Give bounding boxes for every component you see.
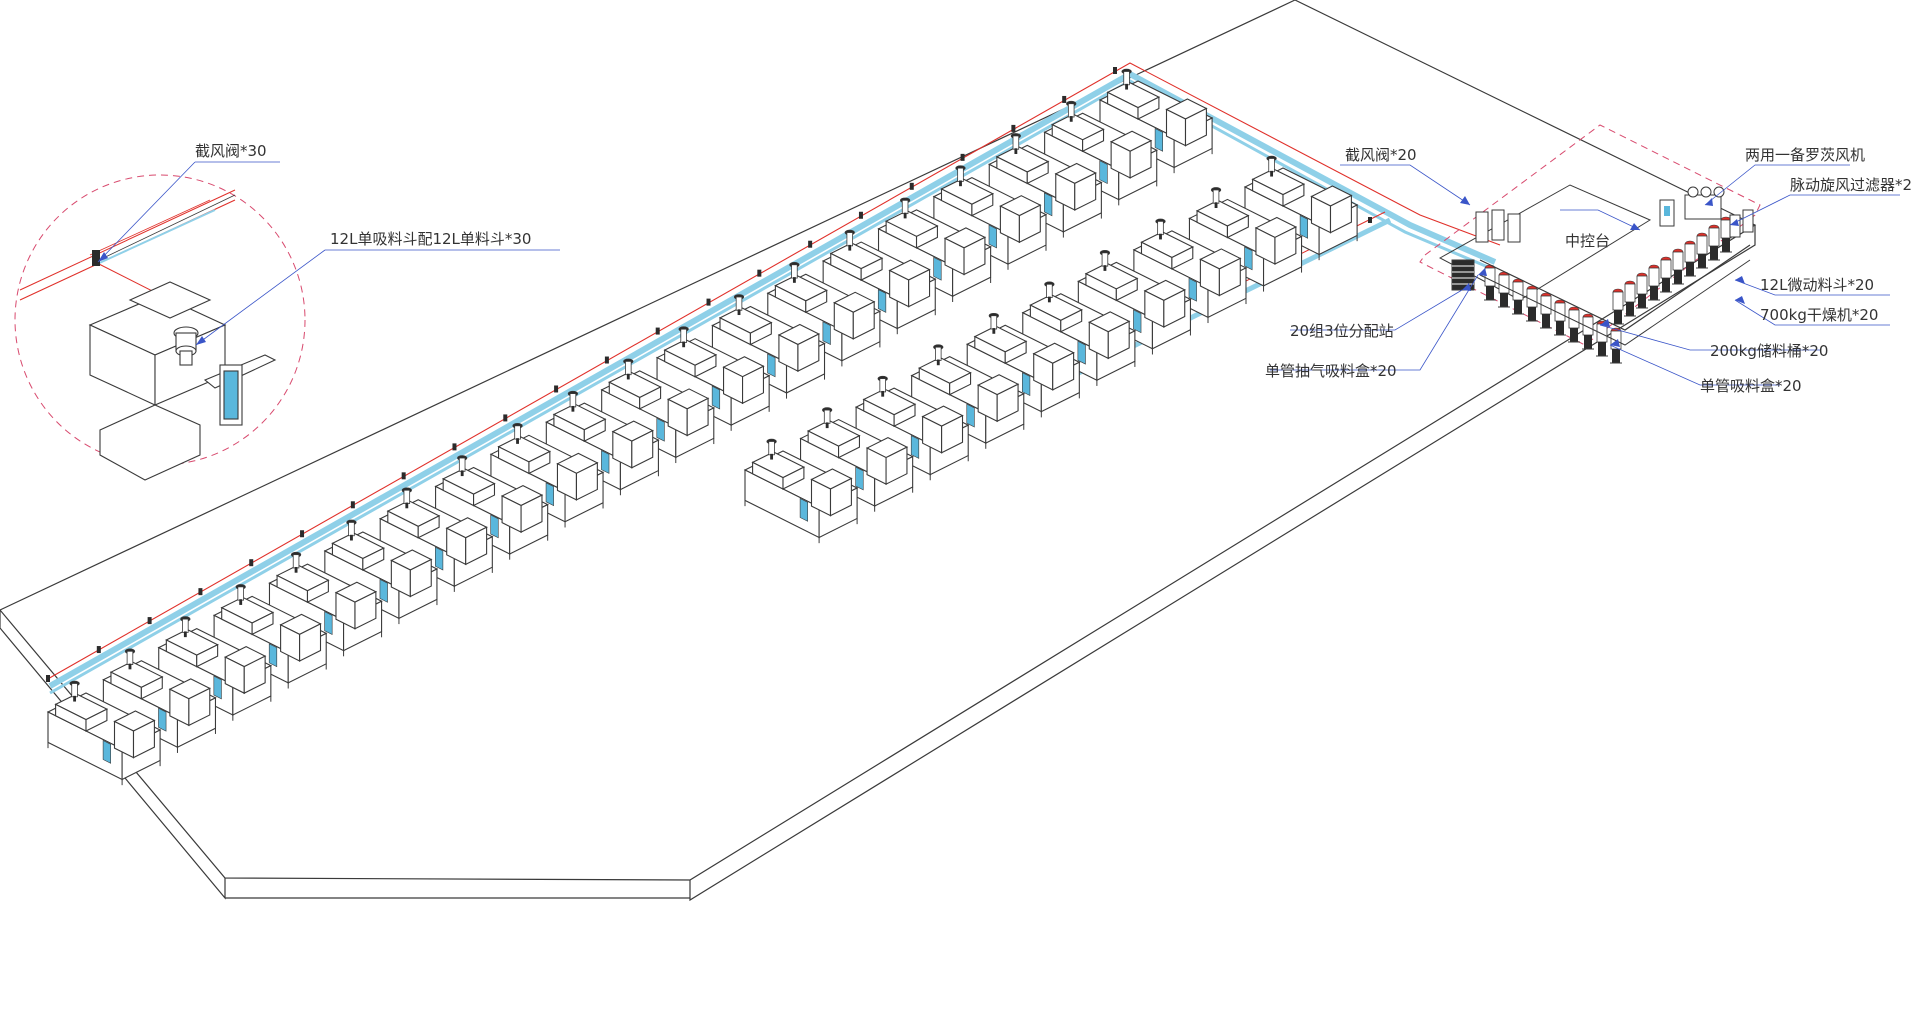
dryer-unit (1568, 306, 1580, 343)
cutoff-valve-icon (604, 356, 609, 364)
detail-machine (88, 281, 277, 481)
cutoff-valve-icon (249, 559, 254, 567)
cutoff-valve-icon (909, 182, 914, 190)
cutoff-valve-icon (46, 675, 50, 682)
cutoff-valve-icon (198, 588, 203, 596)
annotation-labels: 截风阀*30 12L单吸料斗配12L单料斗*30 截风阀*20 中控台 两用一备… (195, 142, 1912, 395)
leader-cutoff-detail (97, 161, 196, 263)
cutoff-valve-icon (350, 501, 355, 509)
dryer-row-right (1612, 216, 1732, 325)
cutoff-valve-icon (757, 269, 762, 277)
dryer-unit (1554, 299, 1566, 336)
pipe-trunk-blue (48, 70, 1497, 689)
arrow-icon (98, 252, 108, 262)
detail-dashed-circle (14, 174, 306, 466)
floor-edge-right (689, 225, 1756, 902)
dryer-unit (1636, 272, 1648, 309)
label-blower: 两用一备罗茨风机 (1745, 146, 1865, 164)
cutoff-valve-icon (452, 443, 457, 451)
cutoff-valve-icon (858, 211, 863, 219)
injection-machines (46, 68, 1359, 786)
cutoff-valve-icon (1113, 67, 1117, 74)
cutoff-valve-icon (554, 385, 559, 393)
cutoff-valve-icon (1062, 95, 1067, 103)
label-hopper-detail: 12L单吸料斗配12L单料斗*30 (330, 230, 531, 248)
dryer-unit (1696, 232, 1708, 269)
label-suction-box: 单管吸料盒*20 (1700, 377, 1802, 395)
dryer-unit (1612, 288, 1624, 325)
dryer-unit (1672, 248, 1684, 285)
dryer-unit (1596, 320, 1608, 357)
station-dashed-boundary (1419, 124, 1761, 346)
cutoff-valve-icon (503, 414, 508, 422)
vacuum-line-red (45, 62, 1501, 681)
cutoff-valve-icon (960, 153, 965, 161)
cutoff-valve-icon (147, 617, 152, 625)
label-feeder-12l: 12L微动料斗*20 (1760, 276, 1874, 294)
station-frame (1479, 259, 1751, 346)
injection-machine (46, 680, 162, 786)
dryer-unit (1582, 313, 1594, 350)
label-manifold: 20组3位分配站 (1290, 322, 1394, 340)
label-control-center: 中控台 (1565, 232, 1610, 250)
dryer-row-left (1484, 264, 1622, 364)
cutoff-valve-icon (1368, 217, 1372, 223)
injection-machine (743, 438, 859, 544)
dryer-unit (1512, 278, 1524, 315)
cutoff-valve-icon (96, 646, 101, 654)
label-cyclone: 脉动旋风过滤器*2 (1790, 176, 1912, 194)
detail-valve-icon (92, 250, 100, 266)
detail-inset (14, 161, 560, 481)
cutoff-valve-icon (706, 298, 711, 306)
leader-arrows (1460, 196, 1745, 347)
label-cutoff-valve-detail: 截风阀*30 (195, 142, 267, 160)
leader-hopper-detail (195, 249, 326, 346)
silo-hoppers (1475, 209, 1521, 243)
dryer-unit (1648, 264, 1660, 301)
label-dryer: 700kg干燥机*20 (1760, 306, 1878, 324)
dryer-unit (1624, 280, 1636, 317)
injection-machine (932, 165, 1048, 270)
cutoff-valve-icon (401, 472, 406, 480)
cutoff-valve-icon (300, 530, 305, 538)
leader-lines (1270, 164, 1900, 386)
cutoff-valve-icon (808, 240, 813, 248)
central-feeding-station (1419, 124, 1761, 364)
label-tube-box: 单管抽气吸料盒*20 (1265, 362, 1397, 380)
dryer-unit (1610, 327, 1622, 364)
dryer-unit (1660, 256, 1672, 293)
distribution-manifold (1451, 259, 1475, 291)
dryer-unit (1708, 224, 1720, 261)
control-cabinet (1659, 199, 1675, 227)
label-cutoff-valve-main: 截风阀*20 (1345, 146, 1417, 164)
cutoff-valve-icon (1011, 124, 1016, 132)
pipe-trunk-blue-2 (49, 79, 1496, 695)
cyclone-filters (1729, 209, 1754, 238)
cutoff-valve-icon (655, 327, 660, 335)
detail-hopper (173, 326, 199, 366)
injection-machine (1188, 187, 1303, 292)
arrow-icon (196, 336, 206, 345)
label-bin-200kg: 200kg储料桶*20 (1710, 342, 1828, 360)
roots-blowers (1684, 186, 1725, 220)
dryer-unit (1684, 240, 1696, 277)
station-frame (1479, 244, 1751, 331)
detail-pipes (19, 189, 236, 301)
dryer-unit (1526, 285, 1538, 322)
